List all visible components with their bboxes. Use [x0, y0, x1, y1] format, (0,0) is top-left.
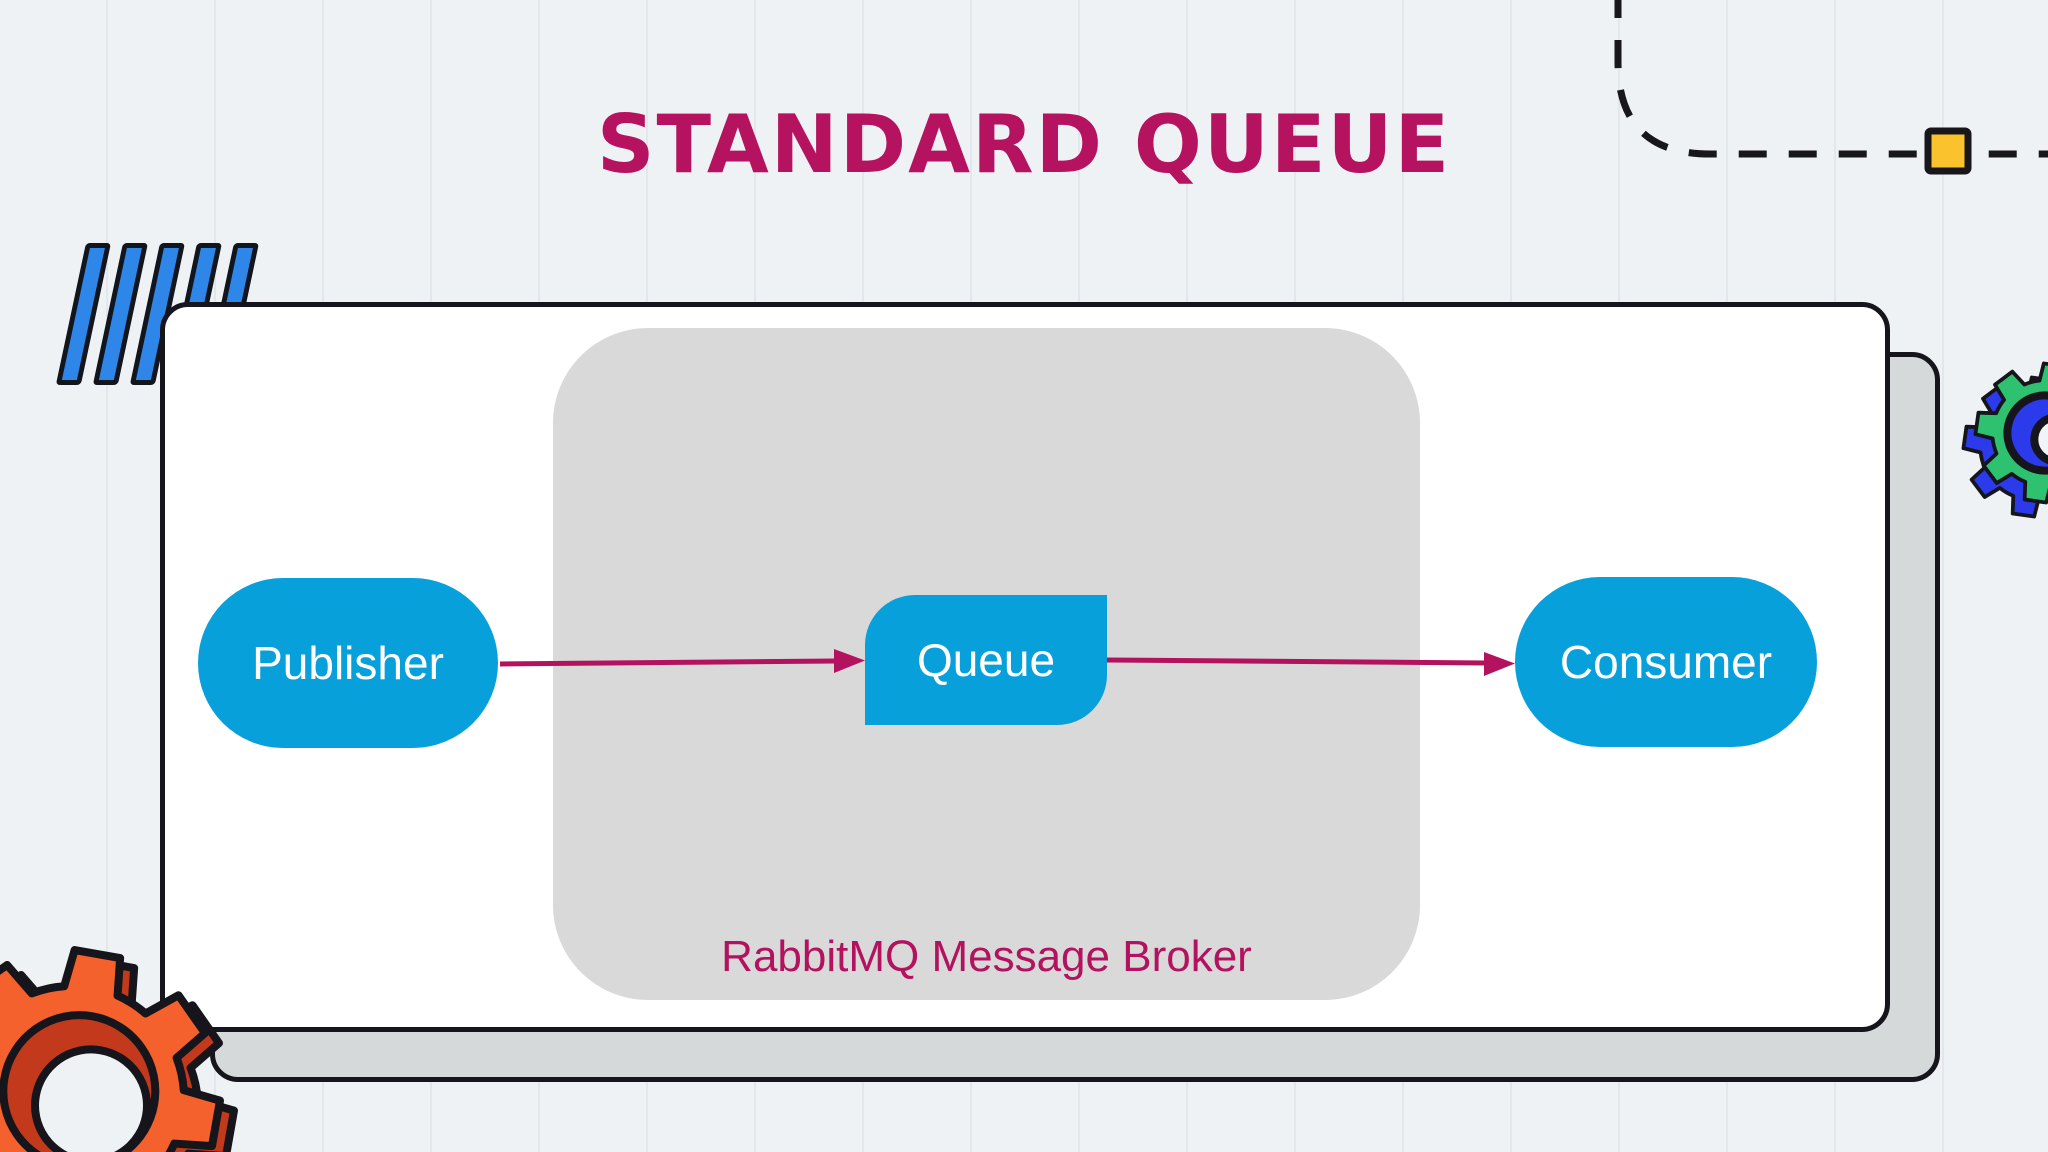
broker-label: RabbitMQ Message Broker: [721, 932, 1252, 981]
page-title: STANDARD QUEUE: [596, 98, 1452, 191]
node-consumer: Consumer: [1515, 577, 1817, 747]
green-gear-icon: [1953, 353, 2048, 527]
node-consumer-label: Consumer: [1559, 636, 1773, 688]
node-publisher: Publisher: [198, 578, 498, 748]
node-queue: Queue: [865, 595, 1107, 725]
node-queue-label: Queue: [916, 634, 1056, 686]
node-publisher-label: Publisher: [252, 637, 444, 689]
